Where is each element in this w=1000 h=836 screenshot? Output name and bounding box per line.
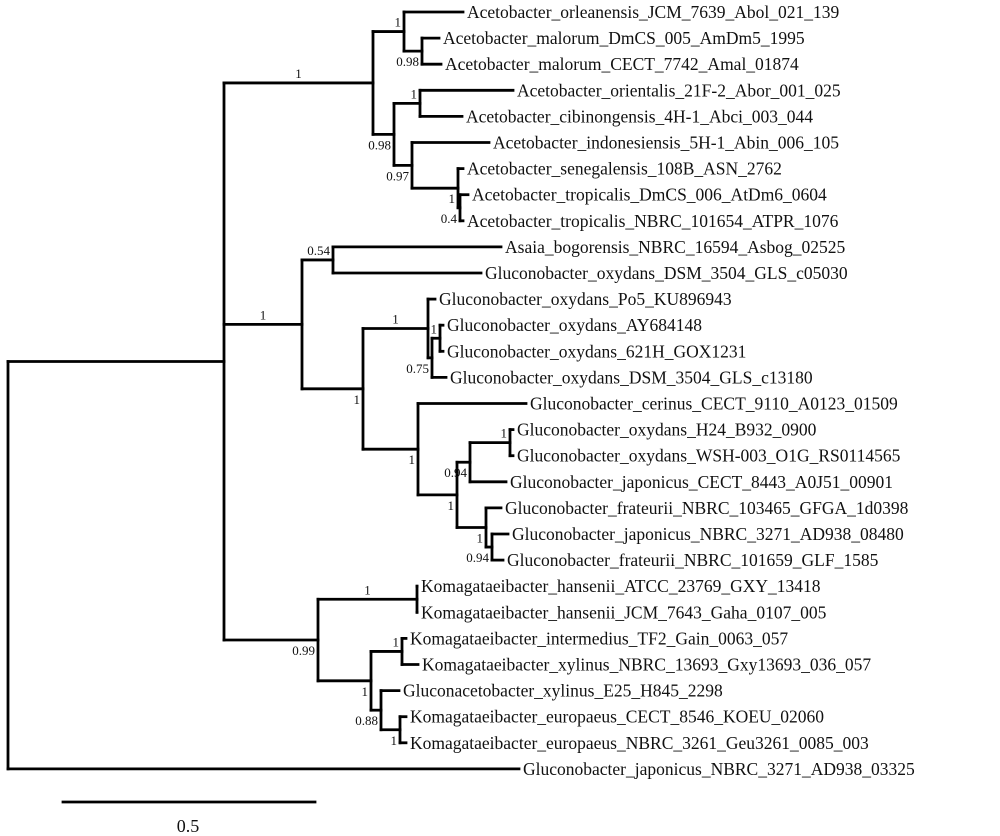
- support-value: 1: [362, 684, 369, 699]
- support-value: 0.98: [368, 137, 391, 152]
- support-value: 1: [395, 15, 402, 30]
- leaf-label: Gluconobacter_frateurii_NBRC_103465_GFGA…: [505, 498, 909, 518]
- leaf-label: Gluconacetobacter_xylinus_E25_H845_2298: [403, 681, 723, 701]
- leaf-label: Gluconobacter_japonicus_NBRC_3271_AD938_…: [523, 759, 915, 779]
- leaf-label: Acetobacter_senegalensis_108B_ASN_2762: [467, 159, 782, 179]
- tree-branches: [6, 10, 528, 771]
- leaf-label: Acetobacter_indonesiensis_5H-1_Abin_006_…: [493, 133, 839, 153]
- leaf-label: Komagataeibacter_hansenii_ATCC_23769_GXY…: [421, 576, 821, 596]
- leaf-label: Komagataeibacter_hansenii_JCM_7643_Gaha_…: [421, 602, 827, 622]
- support-value: 0.99: [292, 643, 315, 658]
- support-value: 0.94: [466, 550, 489, 565]
- support-value: 1: [477, 530, 484, 545]
- leaf-label: Gluconobacter_frateurii_NBRC_101659_GLF_…: [507, 550, 879, 570]
- support-value: 0.88: [355, 713, 378, 728]
- leaf-label: Gluconobacter_japonicus_NBRC_3271_AD938_…: [512, 524, 904, 544]
- support-value: 0.98: [396, 54, 419, 69]
- leaf-labels: Acetobacter_orleanensis_JCM_7639_Abol_02…: [403, 2, 915, 779]
- support-value: 1: [393, 634, 400, 649]
- support-value: 1: [449, 191, 456, 206]
- leaf-label: Komagataeibacter_europaeus_CECT_8546_KOE…: [410, 707, 824, 727]
- leaf-label: Acetobacter_malorum_CECT_7742_Amal_01874: [445, 54, 799, 74]
- leaf-label: Gluconobacter_oxydans_621H_GOX1231: [447, 341, 746, 361]
- support-value: 1: [431, 321, 438, 336]
- support-value: 1: [448, 498, 455, 513]
- leaf-label: Acetobacter_tropicalis_NBRC_101654_ATPR_…: [467, 211, 839, 231]
- leaf-label: Gluconobacter_oxydans_DSM_3504_GLS_c1318…: [450, 367, 813, 387]
- leaf-label: Gluconobacter_cerinus_CECT_9110_A0123_01…: [530, 394, 898, 414]
- support-value: 1: [364, 582, 371, 597]
- support-values: 110.980.9810.9710.410.54110.751110.94110…: [260, 15, 507, 748]
- leaf-label: Asaia_bogorensis_NBRC_16594_Asbog_02525: [505, 237, 846, 257]
- support-value: 1: [501, 426, 508, 441]
- support-value: 1: [391, 733, 398, 748]
- leaf-label: Gluconobacter_oxydans_Po5_KU896943: [439, 289, 732, 309]
- support-value: 1: [411, 86, 418, 101]
- support-value: 0.4: [441, 211, 458, 226]
- leaf-label: Acetobacter_malorum_DmCS_005_AmDm5_1995: [443, 28, 805, 48]
- leaf-label: Acetobacter_cibinongensis_4H-1_Abci_003_…: [466, 106, 813, 126]
- support-value: 1: [409, 452, 416, 467]
- support-value: 1: [392, 311, 399, 326]
- leaf-label: Gluconobacter_oxydans_WSH-003_O1G_RS0114…: [517, 446, 901, 466]
- leaf-label: Acetobacter_tropicalis_DmCS_006_AtDm6_06…: [472, 185, 827, 205]
- support-value: 0.97: [386, 168, 409, 183]
- support-value: 1: [260, 307, 267, 322]
- leaf-label: Gluconobacter_oxydans_DSM_3504_GLS_c0503…: [485, 263, 848, 283]
- support-value: 0.94: [444, 465, 467, 480]
- leaf-label: Acetobacter_orientalis_21F-2_Abor_001_02…: [517, 80, 841, 100]
- leaf-label: Komagataeibacter_europaeus_NBRC_3261_Geu…: [410, 733, 869, 753]
- leaf-label: Komagataeibacter_intermedius_TF2_Gain_00…: [410, 628, 788, 648]
- scale-bar-label: 0.5: [177, 816, 200, 836]
- support-value: 1: [295, 66, 302, 81]
- leaf-label: Gluconobacter_oxydans_H24_B932_0900: [517, 420, 817, 440]
- leaf-label: Gluconobacter_japonicus_CECT_8443_A0J51_…: [510, 472, 893, 492]
- support-value: 0.75: [406, 361, 429, 376]
- leaf-label: Acetobacter_orleanensis_JCM_7639_Abol_02…: [467, 2, 840, 22]
- support-value: 1: [354, 392, 361, 407]
- support-value: 0.54: [307, 243, 330, 258]
- leaf-label: Komagataeibacter_xylinus_NBRC_13693_Gxy1…: [422, 655, 871, 675]
- leaf-label: Gluconobacter_oxydans_AY684148: [447, 315, 702, 335]
